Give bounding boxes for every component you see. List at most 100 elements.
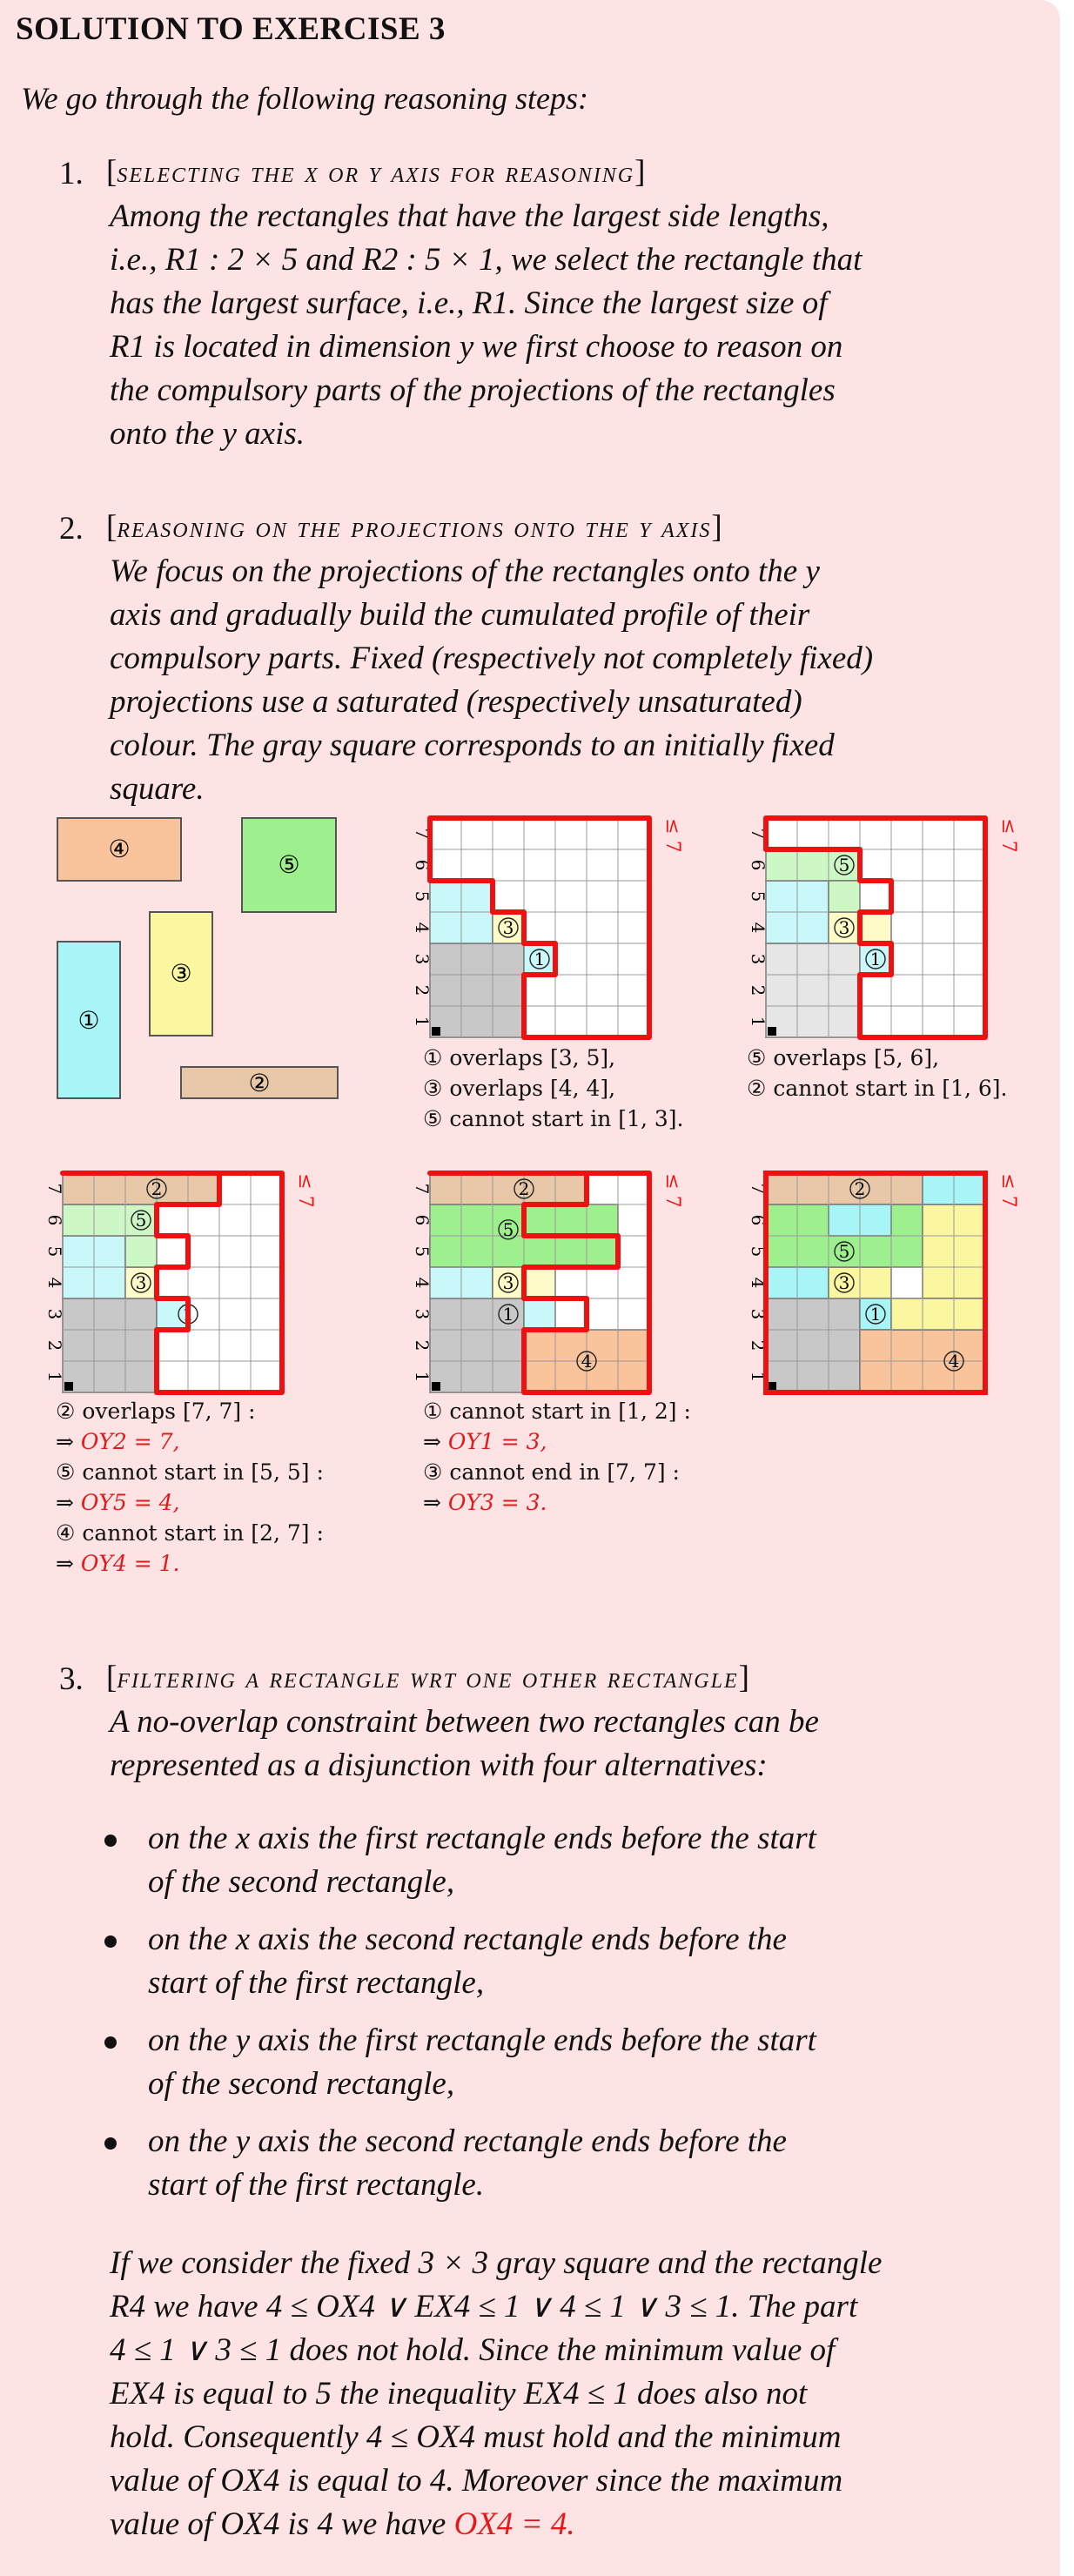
fixed-marker bbox=[64, 1382, 73, 1391]
result: OY2 = 7, bbox=[80, 1429, 180, 1454]
line: value of OX4 is 4 we have OX4 = 4. bbox=[110, 2503, 1032, 2546]
y-tick-label: 3 bbox=[412, 1309, 433, 1320]
shape-label-circle bbox=[131, 1272, 151, 1293]
shape-label: 3 bbox=[503, 917, 514, 938]
placed-rectangle bbox=[890, 1298, 986, 1331]
y-tick-label: 3 bbox=[748, 954, 769, 965]
shape-label: 3 bbox=[503, 1272, 514, 1293]
result: OY5 = 4, bbox=[80, 1490, 180, 1515]
shape-label-circle bbox=[146, 1178, 167, 1199]
shape-label: 5 bbox=[503, 1219, 514, 1240]
placed-rectangle bbox=[429, 943, 525, 1038]
step-3-heading-text: filtering a rectangle wrt one other rect… bbox=[117, 1662, 739, 1694]
profile-outline bbox=[427, 1171, 652, 1395]
y-tick-label: 1 bbox=[748, 1016, 769, 1028]
line: colour. The gray square corresponds to a… bbox=[110, 728, 835, 763]
step-1-body: Among the rectangles that have the large… bbox=[110, 195, 1032, 456]
implies: ⇒ bbox=[56, 1429, 81, 1454]
result: OY3 = 3. bbox=[447, 1490, 547, 1515]
shape-label: 3 bbox=[839, 1272, 850, 1293]
caption-line: ⑤ cannot start in [1, 3]. bbox=[423, 1106, 684, 1131]
y-tick-label: 7 bbox=[412, 1184, 433, 1195]
line-text: value of OX4 is 4 we have bbox=[110, 2506, 446, 2542]
placed-rectangle bbox=[765, 1172, 923, 1205]
y-tick-label: 3 bbox=[412, 954, 433, 965]
shape-label: 1 bbox=[534, 949, 546, 969]
shape-label: 1 bbox=[870, 1304, 882, 1325]
step-2-body: We focus on the projections of the recta… bbox=[110, 550, 1032, 811]
step-3-number: 3. bbox=[59, 1661, 84, 1697]
shape-label-circle bbox=[498, 1272, 519, 1293]
y-tick-label: 6 bbox=[412, 1215, 433, 1226]
bullet-item: on the y axis the first rectangle ends b… bbox=[104, 2019, 1027, 2106]
capacity-limit-label: ≤ 7 bbox=[997, 818, 1019, 852]
label-r4: ④ bbox=[108, 835, 130, 863]
caption-line: ① overlaps [3, 5], bbox=[423, 1045, 616, 1070]
profile-outline bbox=[763, 1171, 988, 1395]
y-tick-label: 4 bbox=[412, 1278, 433, 1289]
bracket-open: [ bbox=[106, 154, 117, 190]
shape-label-circle bbox=[834, 1241, 855, 1262]
shape-label: 5 bbox=[839, 1241, 850, 1262]
caption-line: ⑤ cannot start in [5, 5] : bbox=[56, 1459, 324, 1485]
caption-line: ① cannot start in [1, 2] : bbox=[423, 1399, 691, 1424]
rectangle-1: ① bbox=[57, 941, 121, 1099]
step-2-heading: [reasoning on the projections onto the y… bbox=[106, 508, 722, 546]
y-tick-label: 6 bbox=[748, 860, 769, 871]
caption-line: ⑤ overlaps [5, 6], bbox=[747, 1045, 940, 1070]
line: i.e., R1 : 2 × 5 and R2 : 5 × 1, we sele… bbox=[110, 242, 863, 278]
shape-label-circle bbox=[865, 949, 886, 969]
y-tick-label: 2 bbox=[44, 1340, 65, 1352]
profile-outline bbox=[763, 815, 988, 1040]
line: If we consider the fixed 3 × 3 gray squa… bbox=[110, 2245, 883, 2281]
bullet-line: start of the first rectangle. bbox=[148, 2167, 485, 2203]
line: axis and gradually build the cumulated p… bbox=[110, 597, 810, 633]
line: the compulsory parts of the projections … bbox=[110, 372, 836, 408]
line: hold. Consequently 4 ≤ OX4 must hold and… bbox=[110, 2419, 842, 2455]
label-r3: ③ bbox=[170, 959, 191, 988]
shape-label-circle bbox=[865, 1304, 886, 1325]
shape-label-circle bbox=[529, 949, 550, 969]
shape-label: 3 bbox=[839, 917, 850, 938]
fixed-marker bbox=[768, 1382, 776, 1391]
y-tick-label: 5 bbox=[412, 891, 433, 902]
line: 4 ≤ 1 ∨ 3 ≤ 1 does not hold. Since the m… bbox=[110, 2332, 836, 2368]
shape-label: 3 bbox=[136, 1272, 147, 1293]
step-2-number: 2. bbox=[59, 511, 84, 547]
line: represented as a disjunction with four a… bbox=[110, 1748, 768, 1783]
implies: ⇒ bbox=[56, 1551, 81, 1576]
bullet-line: on the x axis the first rectangle ends b… bbox=[148, 1821, 816, 1856]
shape-label: 2 bbox=[519, 1178, 530, 1199]
y-tick-label: 1 bbox=[412, 1016, 433, 1028]
label-r1: ① bbox=[77, 1006, 99, 1035]
line: square. bbox=[110, 771, 205, 807]
placed-rectangle bbox=[523, 1298, 556, 1331]
shape-label: 1 bbox=[870, 949, 882, 969]
rectangle-4: ④ bbox=[57, 817, 182, 882]
bracket-close: ] bbox=[634, 154, 646, 190]
caption-line: ⇒ OY2 = 7, bbox=[56, 1426, 324, 1457]
bullet-item: on the y axis the second rectangle ends … bbox=[104, 2120, 1027, 2207]
rectangle-5: ⑤ bbox=[241, 817, 337, 913]
bullet-line: of the second rectangle, bbox=[148, 2066, 455, 2102]
caption-line: ④ cannot start in [2, 7] : bbox=[56, 1520, 324, 1546]
shape-label: 5 bbox=[839, 855, 850, 875]
bracket-open: [ bbox=[106, 509, 117, 545]
y-tick-label: 5 bbox=[748, 891, 769, 902]
bullet-line: of the second rectangle, bbox=[148, 1864, 455, 1900]
rect-r4 bbox=[57, 817, 182, 882]
caption-line: ⇒ OY3 = 3. bbox=[423, 1487, 691, 1518]
fixed-marker bbox=[768, 1027, 776, 1036]
placed-rectangle bbox=[765, 1298, 861, 1393]
caption-line: ③ overlaps [4, 4], bbox=[423, 1076, 616, 1101]
y-tick-label: 4 bbox=[748, 922, 769, 934]
bullet-line: on the y axis the first rectangle ends b… bbox=[148, 2023, 816, 2058]
rect-r1 bbox=[57, 941, 121, 1099]
y-tick-label: 5 bbox=[412, 1246, 433, 1258]
line: A no-overlap constraint between two rect… bbox=[110, 1704, 819, 1740]
capacity-limit-label: ≤ 7 bbox=[294, 1173, 316, 1207]
shape-label: 2 bbox=[855, 1178, 866, 1199]
shape-label: 1 bbox=[503, 1304, 514, 1325]
shape-label-circle bbox=[514, 1178, 534, 1199]
